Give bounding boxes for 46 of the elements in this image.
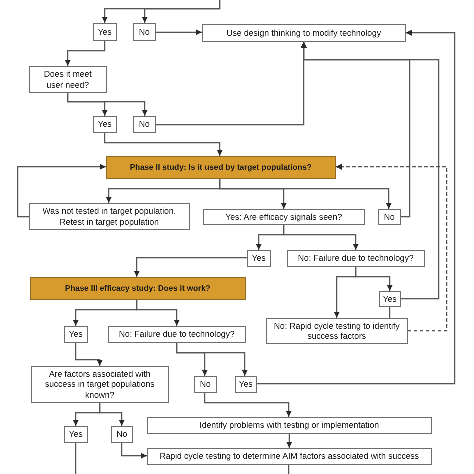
arrow [219, 179, 392, 209]
arrow [134, 257, 247, 277]
arrow [67, 93, 148, 116]
arrow [176, 343, 248, 376]
arrow [355, 267, 393, 291]
process-box: Was not tested in target population. Retest in target population [29, 203, 190, 230]
arrow [17, 164, 106, 218]
arrow [142, 0, 221, 23]
phase-box: Phase III efficacy study: Does it work? [30, 277, 246, 300]
connector-line [389, 307, 391, 318]
question-box: No: Failure due to technology? [287, 250, 425, 267]
choice-box: Yes [379, 291, 401, 307]
arrow [283, 225, 359, 250]
process-box: Rapid cycle testing to determine AIM factors associated with success [147, 448, 432, 465]
question-box: Does it meet user need? [29, 66, 107, 93]
arrow [65, 41, 106, 66]
choice-box: Yes [64, 326, 88, 343]
choice-box: Yes [247, 250, 271, 267]
choice-box: Yes [235, 376, 257, 393]
process-box: Identify problems with testing or implementation [147, 417, 432, 434]
question-box: No: Failure due to technology? [108, 326, 246, 343]
choice-box: Yes [64, 426, 88, 443]
arrow [156, 30, 202, 36]
question-box: Yes: Are efficacy signals seen? [203, 209, 365, 225]
connector-line [75, 443, 77, 474]
arrow [286, 434, 292, 448]
process-box: No: Rapid cycle testing to identify success factors [266, 318, 408, 344]
arrow [301, 42, 440, 300]
choice-box: No [194, 376, 217, 393]
choice-box: No [133, 23, 156, 41]
choice-box: Yes [93, 23, 117, 41]
arrow [204, 393, 292, 417]
choice-box: No [133, 116, 156, 133]
question-box: Are factors associated with success in target populations known? [31, 366, 169, 403]
choice-box: No [378, 209, 401, 225]
process-box: Use design thinking to modify technology [202, 24, 406, 42]
choice-box: No [111, 426, 133, 443]
arrow [75, 343, 103, 366]
arrow [104, 133, 223, 156]
arrow [257, 30, 456, 385]
dashed-arrow [336, 164, 448, 332]
choice-box: Yes [93, 116, 117, 133]
phase-box: Phase II study: Is it used by target populations? [106, 156, 336, 179]
arrow [99, 403, 125, 426]
arrow [136, 300, 180, 326]
arrow [121, 443, 147, 459]
